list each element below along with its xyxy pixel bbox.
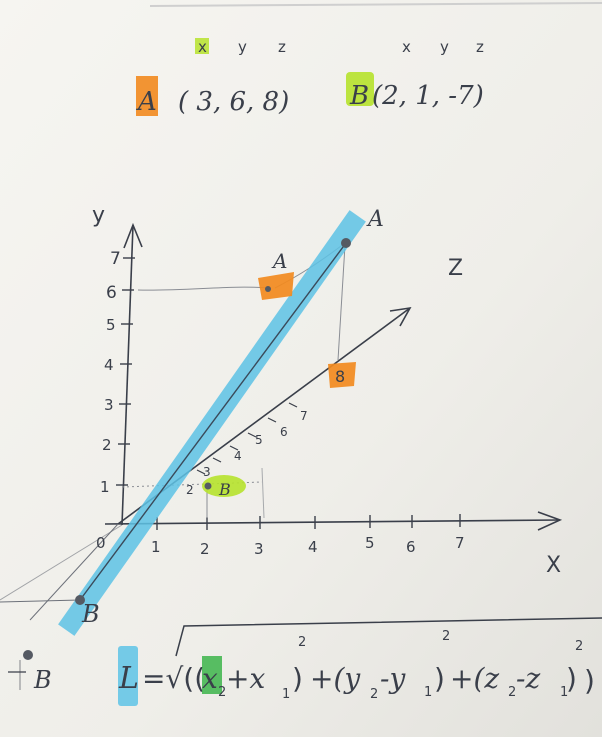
label-a-upper: A [366, 207, 384, 232]
header-right-x: x [402, 38, 411, 56]
z-ticks [196, 402, 298, 475]
label-b-corner: B [33, 666, 52, 694]
y-tick-1: 1 [100, 478, 110, 496]
formula-plus-x1: +x [226, 662, 265, 695]
formula-sq-2: 2 [442, 629, 450, 644]
formula-plus-y: +(y [310, 662, 361, 695]
origin-label: 0 [96, 534, 106, 552]
formula-x2: x [202, 662, 218, 695]
formula-end: ) [584, 664, 595, 697]
formula-paren-3: ) [566, 662, 577, 695]
y-tick-5: 5 [106, 316, 116, 334]
point-a-coords: ( 3, 6, 8) [178, 87, 289, 117]
x-tick-5: 5 [365, 534, 375, 552]
header-point-definitions: x y z x y z A ( 3, 6, 8) B (2, 1, -7) [136, 38, 484, 117]
z-tick-4: 4 [234, 449, 242, 463]
x-tick-2: 2 [200, 540, 210, 558]
header-left-z: z [278, 38, 286, 56]
formula-sq-1: 2 [298, 635, 306, 650]
label-8-orange: 8 [335, 367, 345, 386]
formula-paren-1: ) [292, 662, 303, 695]
z-axis-label: Z [448, 256, 463, 281]
formula-minus-y1: -y [380, 662, 406, 695]
z-axis-negative [29, 523, 119, 621]
guide-a-vertical [337, 244, 346, 361]
y-tick-3: 3 [104, 396, 114, 414]
distance-formula: L =√(( x 2 +x 1 ) 2 +(y 2 -y 1 ) 2 +(z 2… [118, 617, 602, 706]
y-tick-4: 4 [104, 356, 114, 374]
point-b-coords: (2, 1, -7) [372, 81, 484, 111]
point-a-orange-dot [265, 286, 271, 292]
z-tick-2: 2 [186, 483, 194, 497]
x-tick-7: 7 [455, 534, 465, 552]
formula-paren-2: ) [434, 662, 445, 695]
x-tick-6: 6 [406, 538, 416, 556]
header-right-y: y [440, 38, 449, 56]
y-tick-7: 7 [110, 249, 121, 269]
x-axis-label: X [546, 553, 561, 578]
highlight-green-b [346, 72, 374, 106]
header-left-x: x [198, 38, 207, 56]
y-axis-arrow [123, 222, 143, 249]
formula-x1-sub: 1 [282, 687, 290, 702]
z-tick-7: 7 [300, 409, 308, 423]
radical-bar [175, 617, 602, 657]
formula-y1-sub: 1 [424, 685, 432, 700]
formula-y2-sub: 2 [370, 687, 378, 702]
point-a-dot [341, 238, 351, 248]
paper-top-edge [149, 2, 602, 7]
highlight-orange-a [136, 76, 158, 116]
y-ticks [116, 257, 135, 486]
horizontal-ref-left [0, 599, 81, 603]
formula-z2-sub: 2 [508, 685, 516, 700]
guide-z-vertical [261, 467, 265, 519]
label-b-green: B [218, 480, 231, 499]
x-tick-1: 1 [151, 538, 161, 556]
z-tick-5: 5 [255, 433, 263, 447]
formula-eq-sqrt: =√(( [142, 662, 205, 695]
x-axis [104, 519, 561, 525]
y-axis-label: y [92, 203, 105, 228]
z-tick-6: 6 [280, 425, 288, 439]
x-ticks [156, 514, 461, 530]
x-tick-3: 3 [254, 540, 264, 558]
highlight-blue-l [118, 646, 138, 706]
point-b-corner-dot [23, 650, 33, 660]
y-tick-2: 2 [102, 436, 112, 454]
label-b-lower: B [81, 600, 100, 628]
orange-marker-8 [328, 362, 356, 388]
z-axis-arrow [389, 306, 412, 327]
header-left-y: y [238, 38, 247, 56]
formula-x2-sub: 2 [218, 685, 226, 700]
y-tick-6: 6 [106, 283, 117, 303]
point-a-label: A [136, 87, 157, 117]
guide-a-horizontal [137, 286, 269, 291]
coordinate-graph: y X Z 0 1 2 3 4 5 6 7 1 [0, 203, 563, 694]
header-right-z: z [476, 38, 484, 56]
y-axis-negative [0, 524, 123, 601]
point-b-green-dot [204, 482, 212, 490]
formula-minus-z1: -z [516, 662, 540, 695]
highlight-green-x [195, 38, 209, 54]
formula-sq-3: 2 [575, 639, 583, 654]
formula-plus-z: +(z [450, 662, 499, 695]
y-axis [121, 224, 134, 526]
green-marker-b [202, 475, 246, 497]
orange-marker-a [258, 272, 294, 300]
segment-ab-line [79, 242, 347, 601]
label-a-orange: A [271, 249, 287, 273]
x-tick-4: 4 [308, 538, 318, 556]
z-tick-3: 3 [203, 465, 211, 479]
point-b-label: B [349, 81, 369, 111]
formula-z1-sub: 1 [560, 685, 568, 700]
highlight-green-x2 [202, 656, 222, 694]
formula-lhs: L [118, 661, 139, 696]
point-b-dot [75, 595, 85, 605]
x-axis-arrow [537, 511, 563, 531]
